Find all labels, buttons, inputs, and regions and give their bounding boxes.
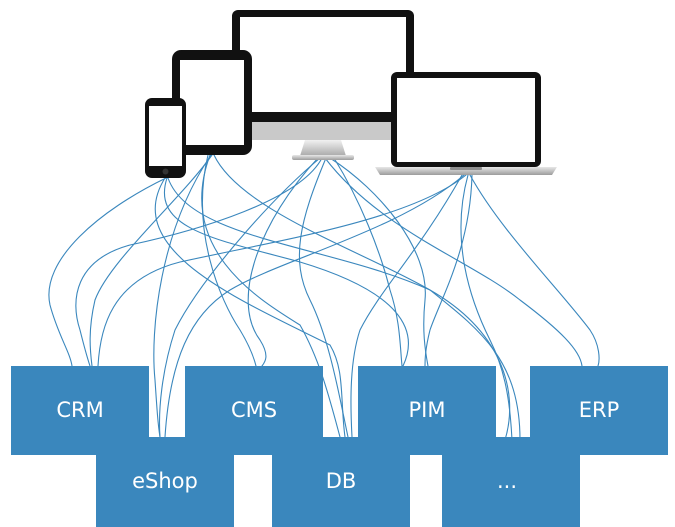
laptop-icon [375, 72, 557, 175]
connection-line [469, 174, 600, 367]
connection-line [213, 154, 521, 441]
connection-line [201, 154, 341, 438]
erp-label: ERP [579, 398, 620, 422]
connection-line [164, 177, 409, 367]
connection-line [167, 177, 511, 441]
connection-line [154, 177, 346, 438]
connection-line [329, 157, 429, 367]
connection-line [298, 157, 349, 438]
devices-group [145, 10, 557, 178]
db-label: DB [326, 469, 357, 493]
cms-label: CMS [231, 398, 277, 422]
desktop-monitor-icon [232, 10, 414, 160]
connection-line [333, 157, 403, 367]
connection-line [201, 154, 257, 367]
connection-line [324, 157, 583, 367]
connection-line [97, 174, 467, 367]
connection-line [460, 174, 513, 441]
connection-line [158, 157, 321, 438]
eshop-label: eShop [132, 469, 198, 493]
connection-lines [48, 154, 600, 441]
connection-line [424, 174, 473, 367]
more-systems-label: ... [497, 469, 517, 493]
connection-line [153, 154, 212, 438]
connection-line [48, 177, 167, 367]
connection-line [350, 174, 463, 438]
connection-line [164, 174, 465, 438]
more-systems-box: ... [442, 437, 580, 527]
crm-label: CRM [56, 398, 103, 422]
connection-line [89, 154, 213, 367]
tablet-icon [172, 50, 252, 155]
connection-line [247, 157, 319, 367]
db-box: DB [272, 437, 410, 527]
pim-label: PIM [409, 398, 446, 422]
eshop-box: eShop [96, 437, 234, 527]
connection-line [75, 157, 323, 367]
smartphone-icon [145, 98, 186, 178]
